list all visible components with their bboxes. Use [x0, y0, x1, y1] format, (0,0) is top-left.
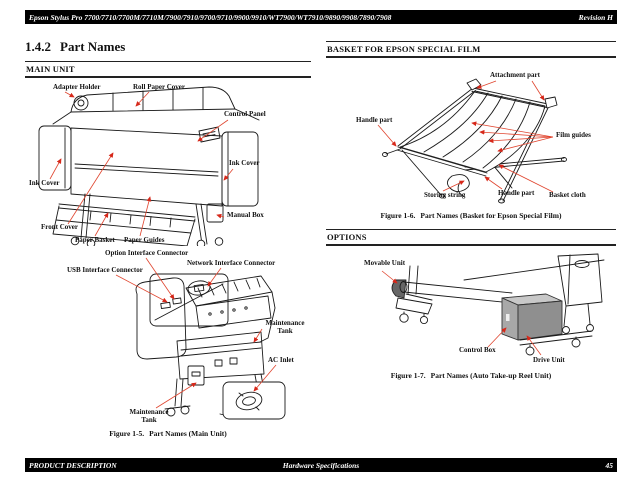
figure-1-7-caption: Figure 1-7. Part Names (Auto Take-up Reel…	[326, 371, 616, 380]
part-label-paper-guides: Paper Guides	[124, 236, 165, 244]
part-label-maintenance-tank-bottom: Maintenance Tank	[129, 408, 169, 424]
figure-1-6-caption: Figure 1-6. Part Names (Basket for Epson …	[326, 211, 616, 220]
section-title: 1.4.2 Part Names	[25, 39, 125, 55]
section-title-text: Part Names	[60, 39, 126, 54]
basket-drawing	[377, 78, 567, 204]
figure-1-5-caption: Figure 1-5. Part Names (Main Unit)	[25, 429, 311, 438]
takeup-reel-drawing	[381, 253, 605, 356]
footer-chapter: PRODUCT DESCRIPTION	[29, 460, 117, 470]
main-unit-rear-drawing	[115, 257, 286, 420]
page-footer-bar: PRODUCT DESCRIPTION Hardware Specificati…	[25, 458, 617, 472]
figure-1-6-text: Part Names (Basket for Epson Special Fil…	[420, 211, 562, 220]
part-label-attachment-part: Attachment part	[490, 71, 540, 79]
part-label-paper-basket: Paper Basket	[75, 236, 115, 244]
part-label-usb-interface-connector: USB Interface Connector	[67, 266, 143, 274]
red-callout-arrows	[49, 91, 234, 237]
part-label-ink-cover-left: Ink Cover	[29, 179, 60, 187]
part-label-adapter-holder: Adapter Holder	[53, 83, 101, 91]
part-label-control-panel: Control Panel	[224, 110, 266, 118]
red-callout-arrows	[377, 80, 554, 193]
part-label-control-box: Control Box	[459, 346, 496, 354]
header-model-list: Epson Stylus Pro 7700/7710/7700M/7710M/7…	[29, 12, 392, 22]
page-header-bar: Epson Stylus Pro 7700/7710/7700M/7710M/7…	[25, 10, 617, 24]
figure-basket: Attachment part Handle part Film guides …	[326, 60, 616, 222]
part-label-drive-unit: Drive Unit	[533, 356, 565, 364]
heading-basket: BASKET FOR EPSON SPECIAL FILM	[326, 41, 616, 58]
part-label-ac-inlet: AC Inlet	[268, 356, 294, 364]
figure-main-unit-front: Adapter Holder Roll Paper Cover Control …	[25, 80, 311, 246]
part-label-roll-paper-cover: Roll Paper Cover	[133, 83, 185, 91]
part-label-network-interface-connector: Network Interface Connector	[187, 259, 276, 267]
figure-1-7-number: Figure 1-7.	[390, 371, 426, 380]
printer-rear-line-art	[135, 273, 286, 420]
red-callout-arrows	[115, 257, 277, 409]
heading-options: OPTIONS	[326, 229, 616, 246]
basket-line-art	[382, 78, 567, 204]
footer-section: Hardware Specifications	[282, 460, 360, 470]
figure-1-5-text: Part Names (Main Unit)	[149, 429, 227, 438]
part-label-front-cover: Front Cover	[41, 223, 78, 231]
part-label-movable-unit: Movable Unit	[364, 259, 406, 267]
part-label-manual-box: Manual Box	[227, 211, 264, 219]
header-revision: Revision H	[578, 12, 613, 22]
figure-1-6-number: Figure 1-6.	[380, 211, 416, 220]
section-number: 1.4.2	[25, 39, 51, 54]
figure-main-unit-rear: Option Interface Connector Network Inter…	[25, 246, 311, 440]
part-label-ink-cover-right: Ink Cover	[229, 159, 260, 167]
figure-takeup-reel: Movable Unit Control Box Drive Unit Figu…	[326, 248, 616, 384]
part-label-maintenance-tank-right: Maintenance Tank	[265, 319, 305, 335]
heading-main-unit: MAIN UNIT	[25, 61, 311, 78]
part-label-storing-string: Storing string	[424, 191, 466, 199]
main-unit-front-drawing	[38, 86, 260, 246]
part-label-handle-part-bottom: Handle part	[498, 189, 535, 197]
figure-1-5-number: Figure 1-5.	[109, 429, 145, 438]
part-label-basket-cloth: Basket cloth	[549, 191, 586, 199]
part-label-handle-part-left: Handle part	[356, 116, 393, 124]
red-callout-arrows	[381, 270, 542, 356]
reel-unit-line-art	[391, 253, 605, 356]
part-label-film-guides: Film guides	[556, 131, 591, 139]
footer-page-number: 45	[605, 460, 614, 470]
part-label-option-interface-connector: Option Interface Connector	[105, 249, 189, 257]
figure-1-7-text: Part Names (Auto Take-up Reel Unit)	[430, 371, 552, 380]
